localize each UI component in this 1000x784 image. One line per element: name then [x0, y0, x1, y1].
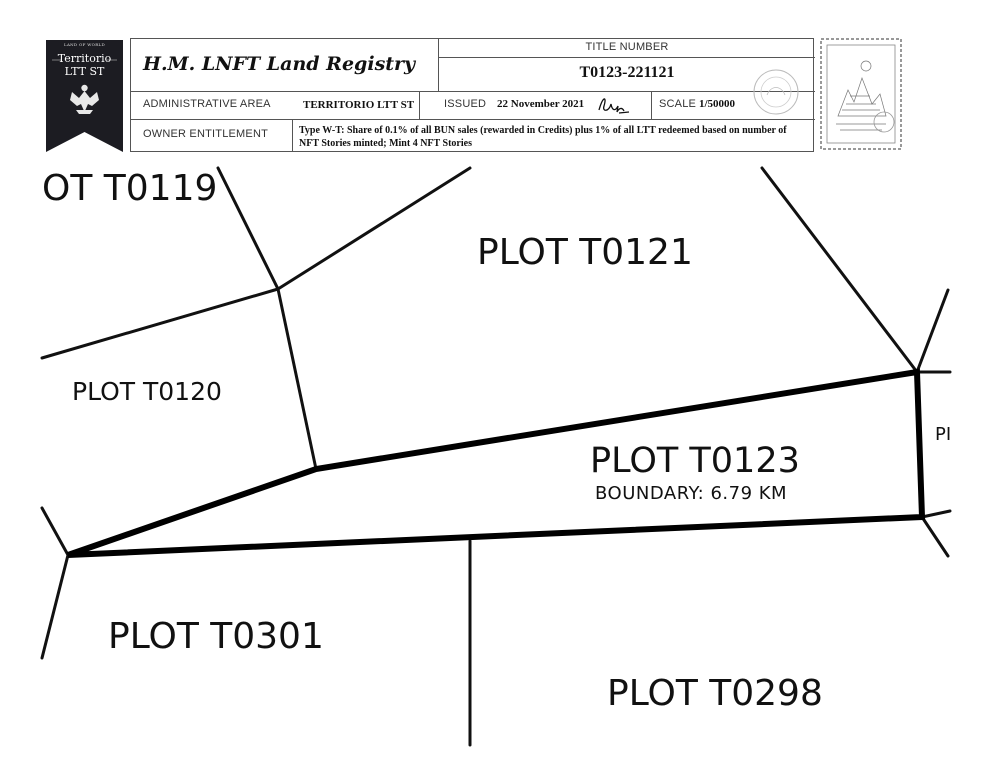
boundary-line — [915, 288, 950, 374]
registry-title: H.M. LNFT Land Registry — [143, 53, 416, 75]
owner-entitlement-value: Type W-T: Share of 0.1% of all BUN sales… — [299, 125, 787, 149]
boundary-line — [920, 509, 952, 519]
plot-t0121-label: PLOT T0121 — [477, 232, 693, 273]
boundary-line — [920, 515, 950, 558]
plot-right-edge-label: PI — [935, 424, 952, 445]
boundary-line — [40, 553, 70, 660]
boundary-line — [760, 166, 919, 374]
signature-icon — [598, 98, 630, 114]
plot-t0123-boundary — [67, 368, 926, 558]
plot-t0123-label: PLOT T0123 — [590, 441, 800, 481]
boundary-line — [276, 287, 318, 471]
plot-t0120-label: PLOT T0120 — [72, 377, 222, 406]
title-number: T0123-221121 — [579, 64, 675, 81]
plot-t0123-boundary-label: BOUNDARY: 6.79 KM — [595, 483, 788, 504]
badge-caption: LAND OF WORLD — [63, 42, 105, 47]
scale-value: 1/50000 — [699, 98, 736, 110]
boundary-line — [40, 287, 280, 360]
issued-date: 22 November 2021 — [497, 98, 585, 110]
territorio-badge: LAND OF WORLD Territorio LTT ST — [46, 40, 123, 152]
boundary-line — [276, 166, 472, 291]
plot-t0119-label: OT T0119 — [42, 168, 218, 209]
badge-subtitle: LTT ST — [64, 65, 105, 78]
postage-stamp — [820, 38, 902, 150]
admin-area-label: ADMINISTRATIVE AREA — [143, 98, 271, 110]
badge-title: Territorio — [57, 52, 112, 65]
title-header: H.M. LNFT Land Registry TITLE NUMBER T01… — [130, 38, 815, 152]
seal-icon — [753, 69, 799, 115]
scale-label: SCALE — [659, 98, 697, 110]
plot-t0298-label: PLOT T0298 — [607, 673, 823, 714]
boundary-line — [40, 506, 70, 557]
owner-entitlement-label: OWNER ENTITLEMENT — [143, 128, 269, 140]
eagle-icon — [70, 84, 99, 114]
boundary-line — [216, 166, 280, 291]
plot-t0301-label: PLOT T0301 — [108, 616, 324, 657]
title-number-label: TITLE NUMBER — [585, 41, 669, 53]
admin-area-value: TERRITORIO LTT ST — [303, 99, 415, 111]
issued-label: ISSUED — [444, 98, 487, 110]
